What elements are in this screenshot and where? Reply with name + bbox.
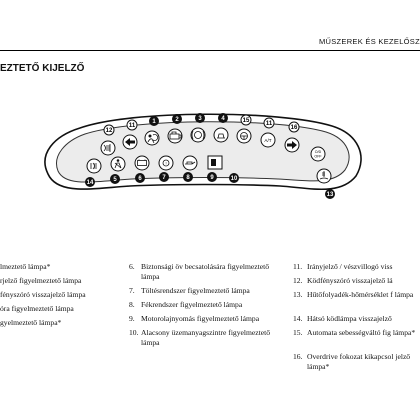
- callouts-top: 12 11 1 2 3 4 15 11 16: [103, 113, 300, 136]
- callout-2: 2: [175, 117, 179, 123]
- legend-item: lmeztető lámpa*: [0, 262, 51, 271]
- icon-steering-icon: [236, 128, 252, 144]
- icon-oil-icon: [182, 155, 198, 171]
- svg-text:!: !: [165, 161, 166, 166]
- callout-4: 4: [221, 116, 225, 122]
- icon-battery-icon: [134, 155, 150, 171]
- legend-item: Ködfényszóró visszajelző lá: [307, 276, 393, 285]
- at-label: A/T: [264, 138, 271, 143]
- callouts-bottom: 14 5 6 7 8 9 10 13: [85, 172, 335, 199]
- legend-item: Töltésrendszer figyelmeztető lámpa: [141, 286, 250, 295]
- legend-number: 11.: [293, 262, 303, 271]
- callout-11b: 11: [266, 121, 273, 127]
- legend-column-3: 11. Irányjelző / vészvillogó viss 12. Ködf…: [293, 262, 420, 412]
- legend-item: rjelző figyelmeztető lámpa: [0, 276, 82, 285]
- legend-item: Motorolajnyomás figyelmeztető lámpa: [141, 314, 260, 323]
- legend-item: Irányjelző / vészvillogó viss: [307, 262, 393, 271]
- legend-item: Overdrive fokozat kikapcsol jelző lámpa*: [307, 352, 411, 371]
- icon-turn-left-icon: [122, 134, 138, 150]
- icon-fog-front-icon: [100, 140, 116, 156]
- callout-5: 5: [113, 177, 117, 183]
- legend-item: Hűtőfolyadék-hőmérséklet f lámpa: [307, 290, 414, 299]
- icon-fog-rear-icon: [86, 158, 102, 174]
- legend-item: óra figyelmeztető lámpa: [0, 304, 74, 313]
- callout-7: 7: [162, 175, 166, 181]
- callout-12: 12: [106, 128, 113, 134]
- header-rule: [0, 50, 420, 52]
- callout-3: 3: [198, 116, 202, 122]
- legend-number: 14.: [293, 314, 303, 323]
- legend-number: 10.: [129, 328, 139, 337]
- icon-seatbelt-icon: [110, 156, 126, 172]
- icon-engine-icon: [167, 128, 183, 144]
- callout-10: 10: [231, 176, 238, 182]
- running-head: MŰSZEREK ÉS KEZELŐSZ: [318, 37, 420, 46]
- legend-number: 15.: [293, 328, 303, 337]
- callout-14: 14: [87, 180, 94, 186]
- legend-item: Biztonsági öv becsatolására figyelmeztet…: [141, 262, 269, 281]
- callout-11a: 11: [129, 123, 136, 129]
- legend-number: 9.: [129, 314, 135, 323]
- svg-text:OFF: OFF: [314, 155, 322, 159]
- section-title: EZTETŐ KIJELZŐ: [0, 63, 85, 74]
- legend-item: Fékrendszer figyelmeztető lámpa: [141, 300, 243, 309]
- icon-tcs-icon: [213, 127, 229, 143]
- callout-15: 15: [243, 118, 250, 124]
- callout-16: 16: [291, 125, 298, 131]
- legend-number: 12.: [293, 276, 303, 285]
- callout-13: 13: [327, 192, 334, 198]
- callout-8: 8: [186, 175, 190, 181]
- callout-9: 9: [210, 175, 214, 181]
- callout-6: 6: [138, 176, 142, 182]
- icon-coolant-icon: [316, 168, 332, 184]
- legend-number: 7.: [129, 286, 135, 295]
- legend-item: Automata sebességváltó fig lámpa*: [307, 328, 416, 337]
- legend-number: 13.: [293, 290, 303, 299]
- icon-turn-right-icon: [284, 137, 300, 153]
- icon-abs-icon: [190, 127, 206, 143]
- legend-number: 16.: [293, 352, 303, 361]
- icon-airbag-icon: [144, 130, 160, 146]
- icon-at-icon: A/T: [260, 132, 276, 148]
- legend-item: Hátsó ködlámpa visszajelző: [307, 314, 392, 323]
- legend-item: Alacsony üzemanyagszintre figyelmeztető …: [141, 328, 271, 347]
- icon-fuel-icon: [207, 155, 223, 170]
- icon-brake-icon: !: [158, 155, 174, 171]
- legend-item: gyelmeztető lámpa*: [0, 318, 62, 327]
- legend-item: fényszóró visszajelző lámpa: [0, 290, 86, 299]
- legend-number: 6.: [129, 262, 135, 271]
- svg-text:O/D: O/D: [315, 150, 322, 154]
- legend-number: 8.: [129, 300, 135, 309]
- callout-1: 1: [152, 119, 156, 125]
